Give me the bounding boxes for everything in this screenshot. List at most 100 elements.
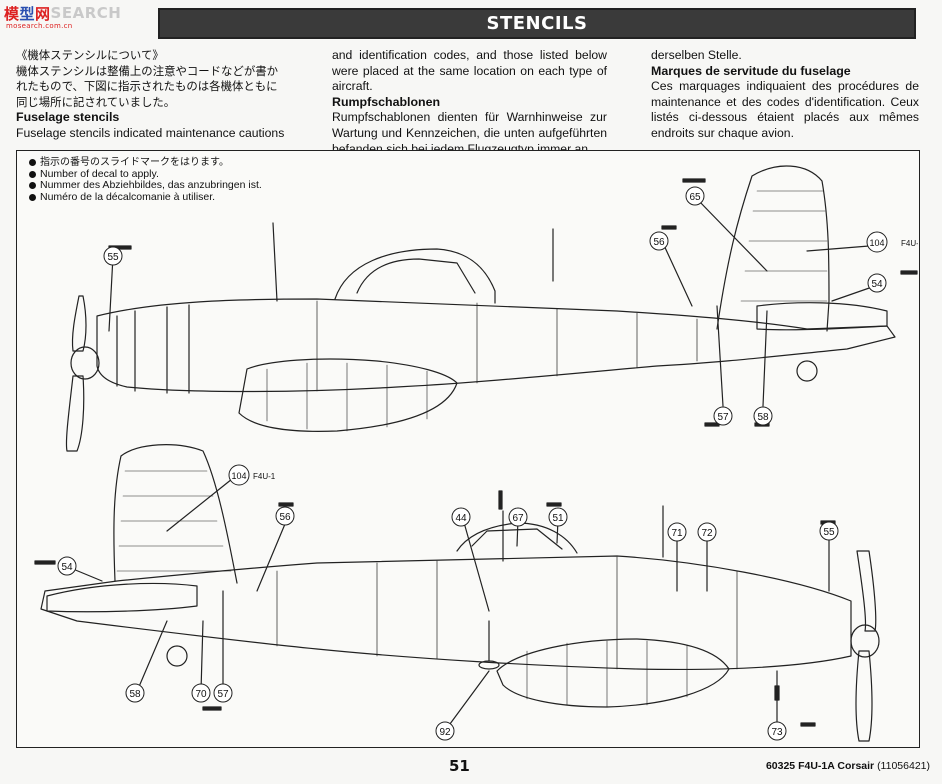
callout-55-bottom: 55 [819,521,839,541]
leader-55 [108,255,114,332]
leader-56b [256,523,286,592]
wing-ribs [266,362,428,432]
stabilizer-2 [46,582,198,613]
leader-104b [166,478,233,532]
svg-text:104: 104 [231,471,246,481]
jp-line: 機体ステンシルは整備上の注意やコードなどが書か [16,63,278,78]
text-column-german: and identification codes, and those list… [332,48,607,157]
section-title: STENCILS [486,13,588,34]
wing-ribs-2 [526,640,688,708]
watermark-char-2: 型 [19,4,36,23]
canopy [334,248,496,304]
svg-text:57: 57 [217,689,229,700]
callout-72-bottom: 72 [697,522,717,542]
aircraft-drawings: 55 56 65 104 F4U-1 54 57 58 104 F4U-1 56… [34,165,918,742]
callout-58-top: 58 [753,406,773,426]
callout-71-bottom: 71 [667,522,687,542]
callout-57-bottom: 57 [213,683,233,703]
german-text-continued: derselben Stelle. [651,48,742,62]
callout-65-top: 65 [685,186,705,206]
rudder-lines [740,190,828,302]
wing-2 [496,638,730,708]
fuselage-outline [96,298,896,393]
svg-text:72: 72 [701,528,713,539]
callout-44-bottom: 44 [451,507,471,527]
svg-text:104: 104 [869,238,884,248]
english-text: Fuselage stencils indicated maintenance … [16,125,285,140]
tail-wheel [796,360,818,382]
stencil-mark [704,422,720,427]
page-number: 51 [449,757,470,775]
callout-55-top: 55 [103,246,123,266]
legend-fr: Numéro de la décalcomanie à utiliser. [40,190,216,203]
jp-line: れたもので、下図に指示されたものは各機体ともに [16,79,278,94]
svg-text:70: 70 [195,689,207,700]
callout-104-top: 104 [866,231,888,253]
leader-58 [762,310,768,407]
stencil-mark [546,502,562,507]
leader-70 [200,620,204,692]
english-text-continued: and identification codes, and those list… [332,48,607,94]
antennas-2 [502,505,664,562]
jp-line: 同じ場所に記されていました。 [16,94,176,109]
jp-title: 《機体ステンシルについて》 [16,48,164,62]
wing [238,358,458,432]
legend-en: Number of decal to apply. [40,167,159,180]
svg-text:65: 65 [689,192,701,203]
stencil-mark [278,502,294,507]
top-aircraft-profile [65,165,918,452]
propeller-blade-top-2 [856,550,877,632]
text-column-japanese-english: 《機体ステンシルについて》 機体ステンシルは整備上の注意やコードなどが書か れた… [16,48,292,142]
leader-56 [661,240,693,307]
callout-57-top: 57 [713,406,733,426]
leader-58b [134,620,168,697]
fuselage-outline-2 [40,555,852,671]
callout-104-bottom: 104 [228,464,250,486]
strut-foot [478,660,500,670]
stencil-mark [661,225,677,230]
panel-lines [316,300,698,392]
callout-54-top: 54 [867,273,887,293]
leader-54b [72,568,103,582]
callout-58-bottom: 58 [125,683,145,703]
stencil-mark [202,706,222,711]
leader-65 [696,198,768,272]
panel-lines-2 [276,556,738,670]
antennas [272,222,554,302]
product-number: 60325 [765,760,796,772]
watermark-text: SEARCH [50,4,122,22]
callout-51-bottom: 51 [548,507,568,527]
callout-70-bottom: 70 [191,683,211,703]
svg-text:51: 51 [552,513,564,524]
propeller-blade-bottom [65,375,85,452]
legend: 指示の番号のスライドマークをはります。 Number of decal to a… [29,157,262,203]
tail-fin-2 [113,444,238,584]
svg-text:58: 58 [129,689,141,700]
svg-text:67: 67 [512,513,524,524]
svg-text:54: 54 [61,562,73,573]
section-title-bar: STENCILS [158,8,916,39]
propeller-blade-top [71,295,87,352]
watermark-logo: 模 型 网 SEARCH [4,2,121,24]
footer-product-code: 60325 F4U-1A Corsair (11056421) [766,760,930,772]
english-heading: Fuselage stencils [16,110,120,125]
leader-92 [446,670,490,729]
svg-text:58: 58 [757,412,769,423]
cowling-lines [116,304,190,394]
callout-92-bottom: 92 [435,721,455,741]
rudder-lines-2 [116,470,232,572]
product-model: F4U-1A Corsair [798,760,875,772]
stencil-mark [498,490,503,510]
tail-wheel-2 [166,645,188,667]
svg-text:71: 71 [671,528,683,539]
callout-67-bottom: 67 [508,507,528,527]
canopy-frame [356,258,476,294]
stencil-mark [800,722,816,727]
callout-54-bottom: 54 [57,556,77,576]
callout-56-bottom: 56 [275,506,295,526]
french-text: Ces marquages indiquaient des procédures… [651,79,919,140]
french-heading: Marques de servitude du fuselage [651,63,851,78]
canopy-frame-2 [471,528,563,550]
stencil-diagram: 指示の番号のスライドマークをはります。 Number of decal to a… [16,150,920,748]
bottom-aircraft-profile [34,444,880,742]
